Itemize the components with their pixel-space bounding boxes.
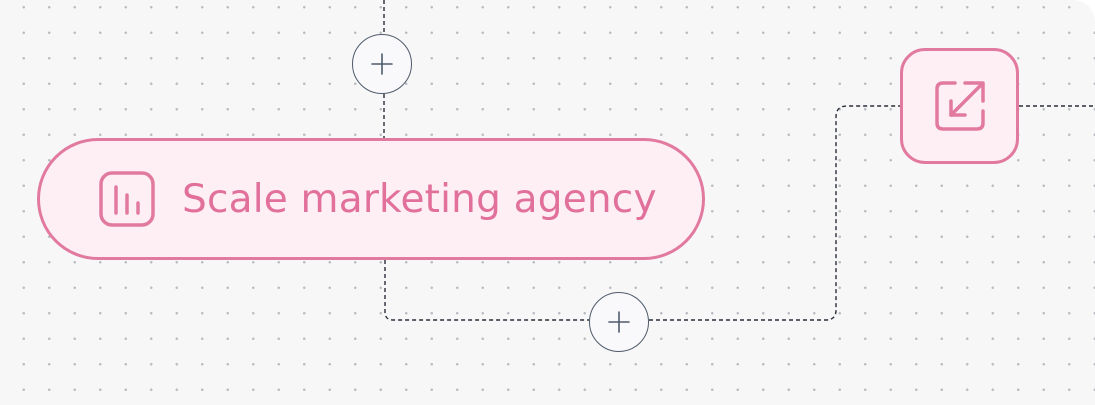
add-step-button-2[interactable] xyxy=(589,292,649,352)
plus-icon xyxy=(371,53,393,75)
plus-icon xyxy=(608,311,630,333)
external-link-icon xyxy=(934,81,985,131)
external-link-node[interactable] xyxy=(900,48,1019,164)
goal-node[interactable]: Scale marketing agency xyxy=(37,138,705,260)
connector-node-to-action xyxy=(384,105,900,321)
goal-node-label: Scale marketing agency xyxy=(182,176,657,222)
add-step-button[interactable] xyxy=(352,34,412,94)
bar-chart-icon xyxy=(97,169,157,229)
